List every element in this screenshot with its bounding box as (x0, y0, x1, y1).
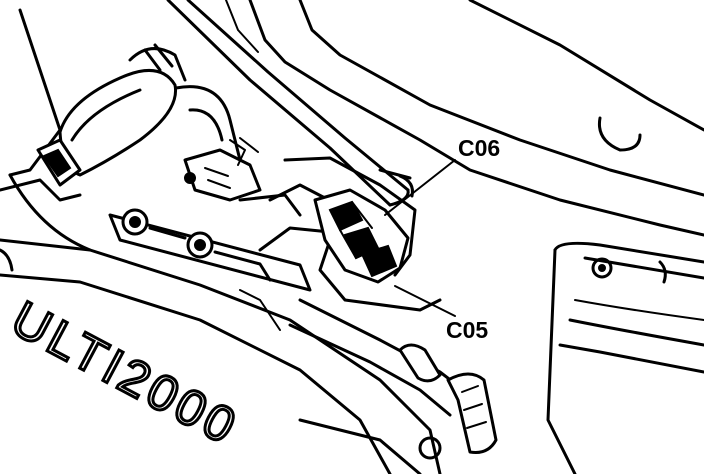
leader-lines (384, 159, 456, 317)
callout-c05: C05 (446, 317, 488, 343)
intake-hose (0, 8, 242, 252)
body-panel (225, 0, 704, 237)
vacuum-hose (288, 298, 498, 454)
fuel-rail (108, 208, 332, 292)
fittings (183, 137, 302, 217)
intake-plenum (0, 238, 442, 474)
plenum-lettering: ULTI2000 (3, 290, 248, 456)
strut-assembly (546, 241, 704, 474)
support-rod (166, 0, 410, 207)
callout-c06: C06 (458, 135, 500, 161)
